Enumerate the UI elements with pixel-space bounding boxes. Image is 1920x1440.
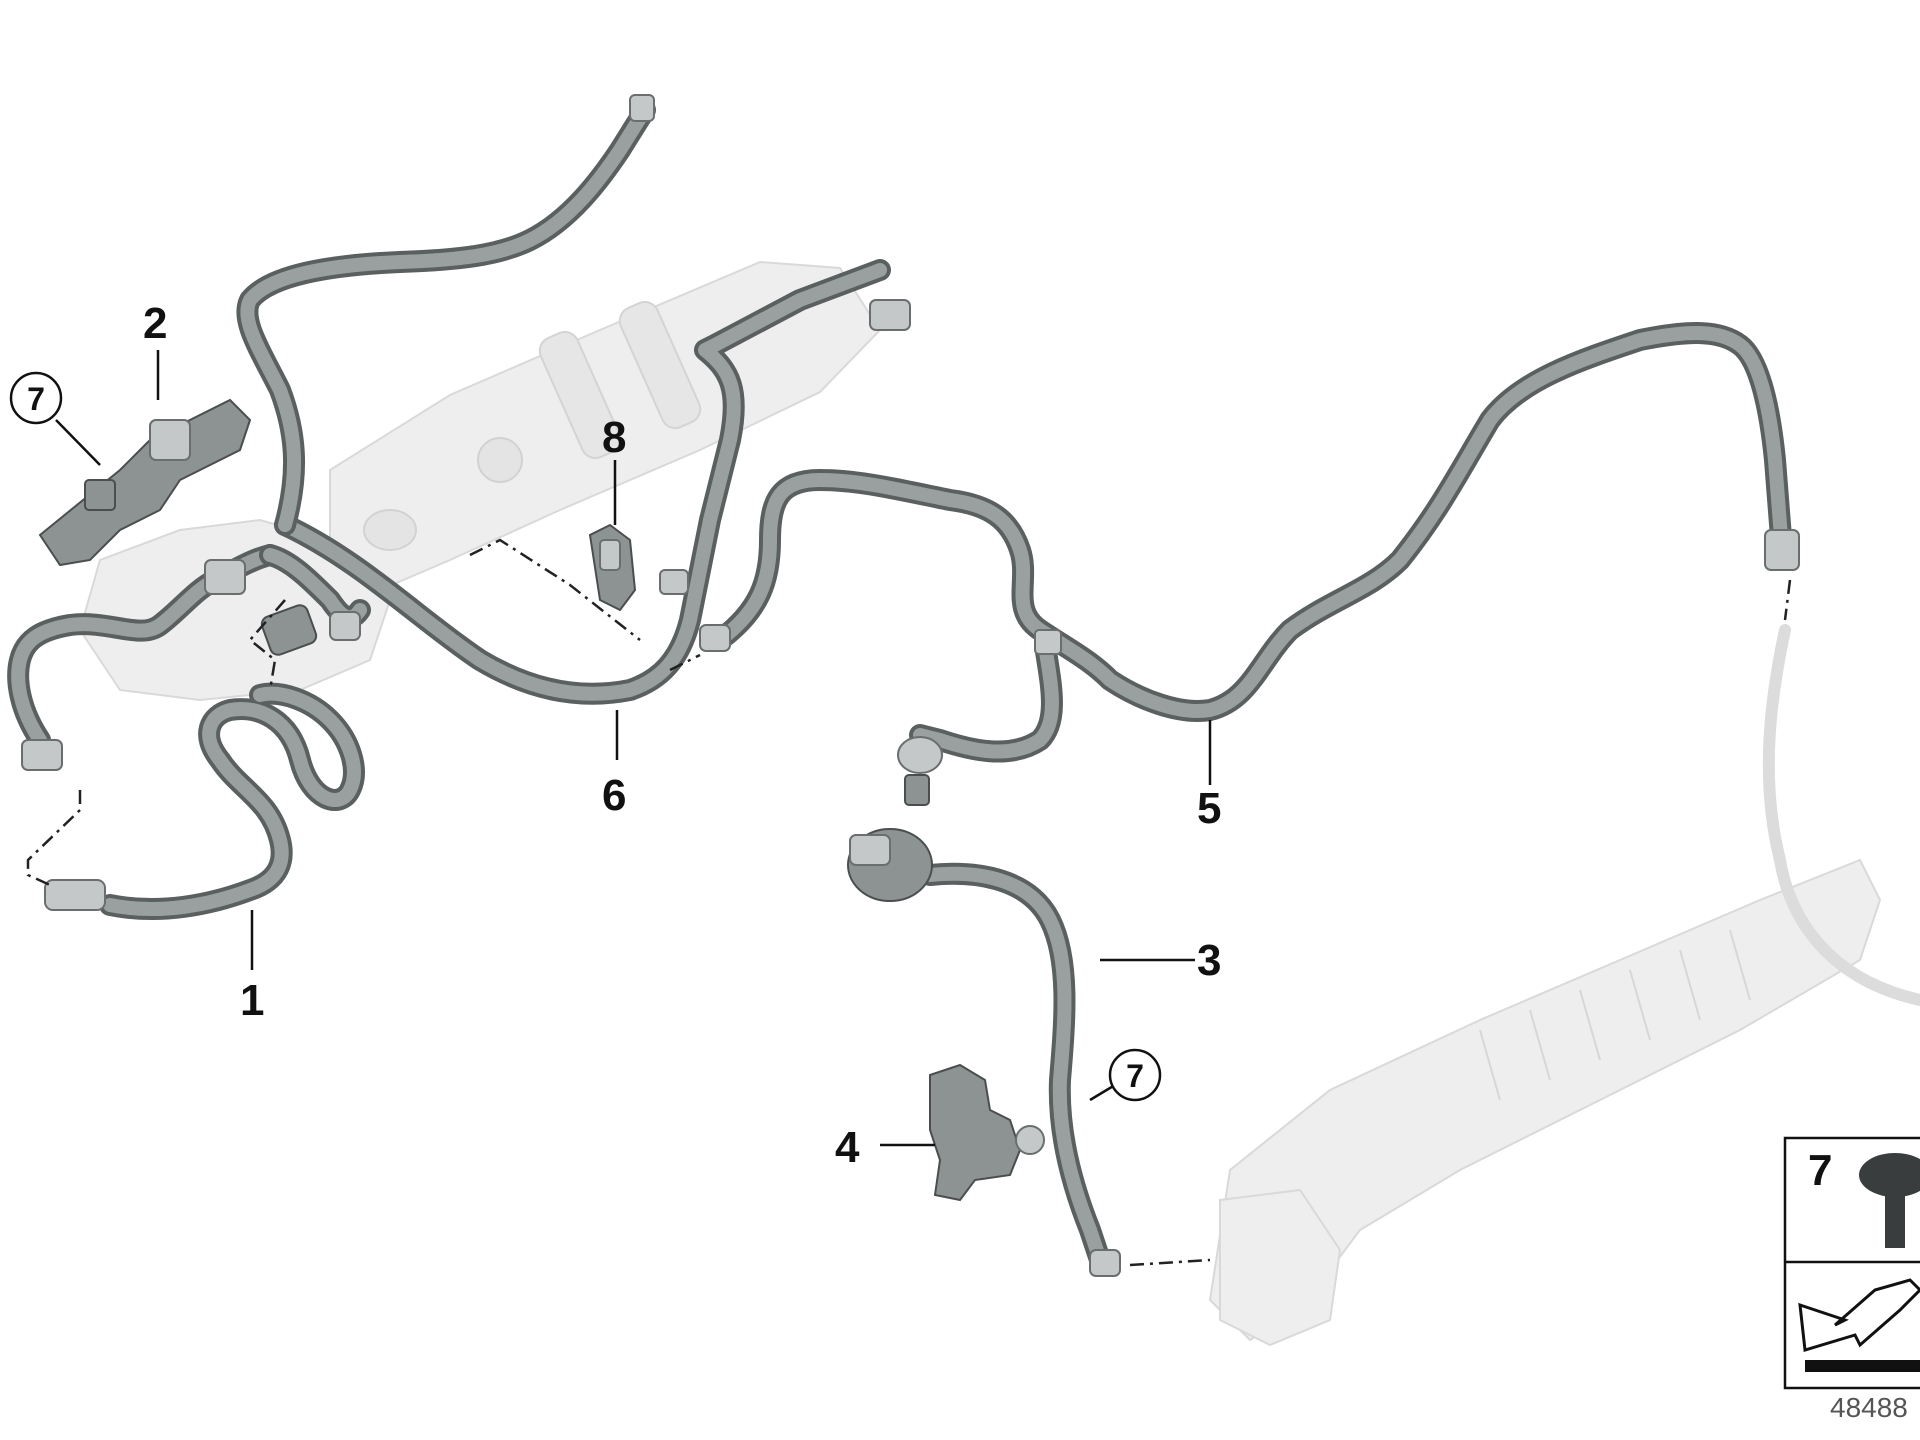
svg-text:7: 7	[1126, 1058, 1144, 1094]
part-8-sensor	[588, 523, 637, 612]
legend-box: 7	[1783, 1136, 1920, 1390]
svg-text:7: 7	[27, 381, 45, 417]
callout-4: 4	[835, 1123, 860, 1172]
valve-3	[847, 736, 943, 902]
assembly-lines	[26, 538, 1792, 1267]
charge-air-pipe-ghost	[1208, 624, 1920, 1347]
hose-branch-down	[909, 634, 1063, 763]
intake-manifold-ghost	[78, 260, 882, 702]
hose-5	[709, 322, 1793, 722]
callout-7-circle-a: 7	[9, 371, 63, 425]
callout-3: 3	[1197, 936, 1221, 985]
hose-6	[274, 259, 891, 705]
callout-5: 5	[1197, 784, 1221, 833]
leader-lines	[55, 350, 1212, 1147]
grommet-icon	[1859, 1153, 1920, 1248]
callout-2: 2	[143, 299, 167, 348]
callout-8: 8	[602, 413, 626, 462]
callout-7-circle-b: 7	[1108, 1048, 1162, 1102]
callout-6: 6	[602, 771, 626, 820]
hose-3	[919, 862, 1111, 1271]
part-4-bracket	[929, 1063, 1045, 1202]
legend-number: 7	[1808, 1146, 1832, 1195]
arrow-icon	[1798, 1278, 1920, 1372]
document-number: 48488	[1830, 1392, 1908, 1423]
hose-top-left	[236, 99, 656, 536]
connectors	[21, 94, 1800, 1277]
hose-1	[99, 682, 365, 920]
part-2-bracket	[38, 398, 252, 567]
callout-1: 1	[240, 976, 264, 1025]
